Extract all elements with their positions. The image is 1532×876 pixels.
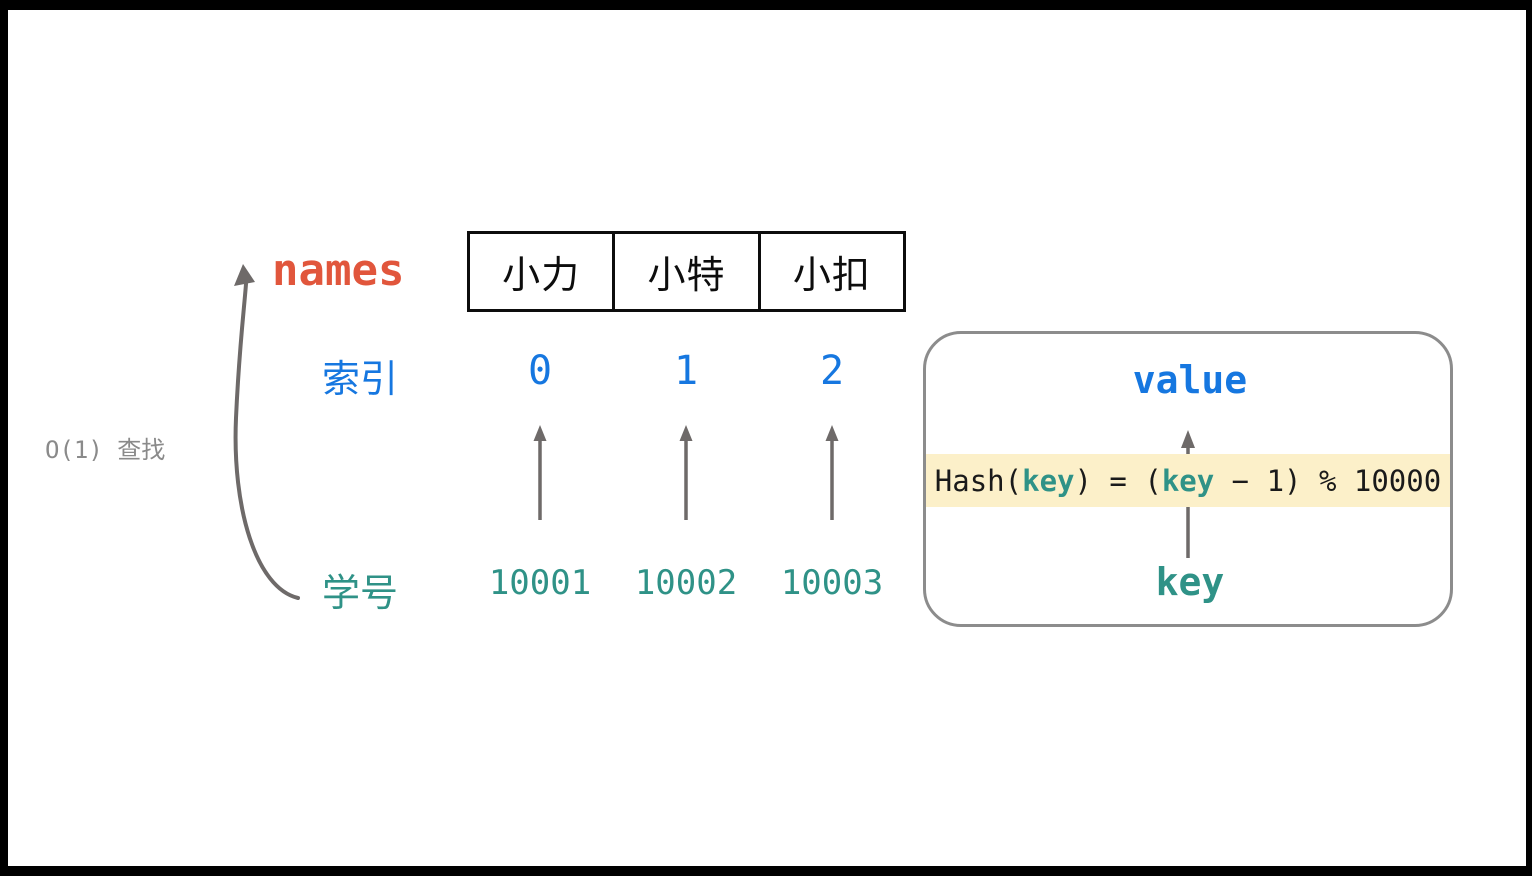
formula-key-1: key [1022,463,1075,498]
formula-middle: ) = ( [1074,463,1162,498]
value-label: value [1132,358,1248,402]
complexity-annotation: O(1) 查找 [45,436,166,464]
hash-formula-band: Hash(key) = (key − 1) % 10000 [926,454,1450,507]
key-label: key [1155,560,1225,604]
array-cell-0: 小力 [470,234,616,309]
index-value-0: 0 [527,348,553,394]
map-arrow-up-icon-2 [825,425,839,520]
index-value-2: 2 [819,348,845,394]
student-id-value-2: 10003 [780,563,884,603]
index-value-1: 1 [673,348,699,394]
lookup-curved-arrow-icon [233,264,300,600]
names-array-table: 小力 小特 小扣 [467,231,906,312]
hash-formula: Hash(key) = (key − 1) % 10000 [935,464,1441,498]
index-row-label: 索引 [322,357,399,401]
formula-suffix: − 1) % 10000 [1214,463,1442,498]
map-arrow-up-icon-1 [679,425,693,520]
formula-key-2: key [1161,463,1215,498]
hash-function-box: value Hash(key) = (key − 1) % 10000 key [923,331,1453,627]
array-cell-1: 小特 [615,234,761,309]
array-cell-2: 小扣 [792,253,871,297]
formula-prefix: Hash( [934,463,1023,498]
student-id-value-0: 10001 [488,563,592,603]
student-id-row-label: 学号 [322,571,399,615]
map-arrow-up-icon-0 [533,425,547,520]
array-name-label: names [272,245,405,296]
student-id-value-1: 10002 [634,563,738,603]
